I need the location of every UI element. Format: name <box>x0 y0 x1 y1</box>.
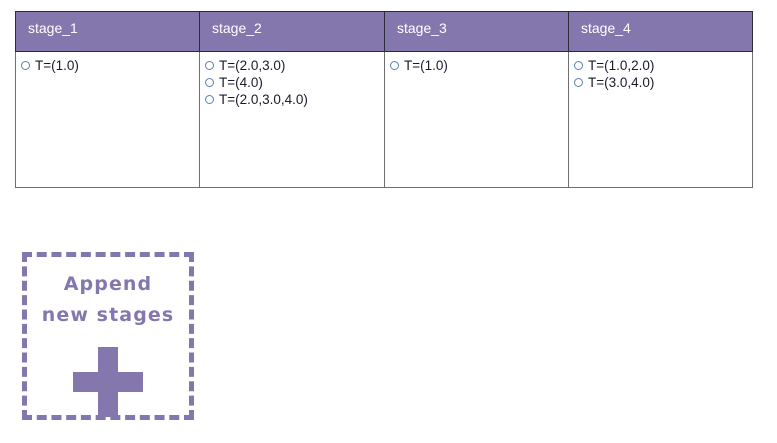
bullet-circle-icon <box>205 95 214 104</box>
list-item-label: T=(2.0,3.0) <box>219 58 286 73</box>
cell-stage-2[interactable]: T=(2.0,3.0) T=(4.0) T=(2.0,3.0,4.0) <box>199 51 385 188</box>
column-header-stage-4[interactable]: stage_4 <box>568 11 753 52</box>
table-row: T=(1.0) T=(2.0,3.0) T=(4.0) <box>15 51 753 188</box>
bullet-circle-icon <box>205 61 214 70</box>
append-new-stages-button[interactable]: Append new stages <box>22 252 194 420</box>
append-button-label-line2: new stages <box>41 304 175 326</box>
list-item-label: T=(2.0,3.0,4.0) <box>219 92 308 107</box>
list-item[interactable]: T=(3.0,4.0) <box>574 74 752 91</box>
cell-stage-3[interactable]: T=(1.0) <box>384 51 569 188</box>
list-item[interactable]: T=(4.0) <box>205 74 384 91</box>
list-item[interactable]: T=(2.0,3.0) <box>205 57 384 74</box>
cell-stage-1[interactable]: T=(1.0) <box>15 51 200 188</box>
stage-3-item-list: T=(1.0) <box>390 57 568 74</box>
column-header-stage-1[interactable]: stage_1 <box>15 11 200 52</box>
stage-1-item-list: T=(1.0) <box>21 57 199 74</box>
list-item[interactable]: T=(1.0) <box>21 57 199 74</box>
plus-icon-vertical-bar <box>98 347 118 417</box>
bullet-circle-icon <box>574 78 583 87</box>
stages-table: stage_1 stage_2 stage_3 stage_4 T=(1.0) <box>15 11 753 188</box>
table-header-row: stage_1 stage_2 stage_3 stage_4 <box>15 11 753 52</box>
list-item[interactable]: T=(1.0) <box>390 57 568 74</box>
stage-2-item-list: T=(2.0,3.0) T=(4.0) T=(2.0,3.0,4.0) <box>205 57 384 108</box>
bullet-circle-icon <box>21 61 30 70</box>
bullet-circle-icon <box>390 61 399 70</box>
list-item-label: T=(1.0) <box>404 58 448 73</box>
list-item[interactable]: T=(2.0,3.0,4.0) <box>205 91 384 108</box>
append-button-label: Append new stages <box>42 269 175 331</box>
list-item-label: T=(1.0) <box>35 58 79 73</box>
list-item-label: T=(3.0,4.0) <box>588 75 655 90</box>
column-header-stage-3[interactable]: stage_3 <box>384 11 569 52</box>
list-item-label: T=(4.0) <box>219 75 263 90</box>
cell-stage-4[interactable]: T=(1.0,2.0) T=(3.0,4.0) <box>568 51 753 188</box>
list-item-label: T=(1.0,2.0) <box>588 58 655 73</box>
stage-4-item-list: T=(1.0,2.0) T=(3.0,4.0) <box>574 57 752 91</box>
list-item[interactable]: T=(1.0,2.0) <box>574 57 752 74</box>
bullet-circle-icon <box>205 78 214 87</box>
append-button-label-line1: Append <box>63 273 153 295</box>
column-header-stage-2[interactable]: stage_2 <box>199 11 385 52</box>
bullet-circle-icon <box>574 61 583 70</box>
plus-icon <box>73 347 143 417</box>
